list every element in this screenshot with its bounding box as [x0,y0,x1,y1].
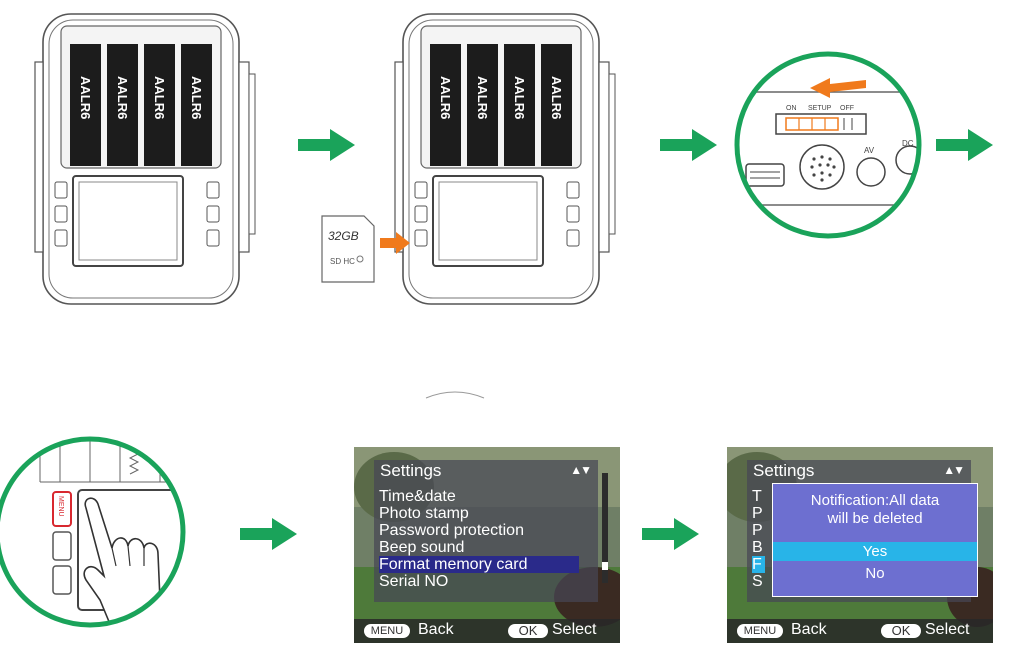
menu-item-initial: S [752,573,763,590]
select-label: Select [552,621,597,638]
dialog-message-line1: Notification:All data [810,492,940,509]
sd-card-capacity: 32GB [328,229,359,243]
next-arrow-icon [298,129,355,161]
yes-option[interactable]: Yes [773,542,977,561]
decorative-curve [425,391,485,399]
menu-item-initial: T [752,488,762,505]
ok-pill: OK [508,624,548,638]
power-switch-zoom: ON SETUP OFF AV DC [734,51,922,239]
dialog-message-line2: will be deleted [827,510,923,527]
battery-label: AALR6 [512,76,527,119]
menu-item-photo-stamp[interactable]: Photo stamp [379,505,469,522]
select-label: Select [925,621,970,638]
menu-item-serial-no[interactable]: Serial NO [379,573,449,590]
menu-button-zoom: MENU [0,436,186,628]
format-confirm-dialog: Notification:All data will be deleted Ye… [772,483,978,597]
battery-label: AALR6 [475,76,490,119]
switch-label-on: ON [786,105,797,112]
back-label: Back [791,621,827,638]
battery-labels-2: AALR6 AALR6 AALR6 AALR6 [438,76,564,119]
settings-title: Settings [380,461,442,480]
menu-item-initial-selected: F [752,556,765,573]
battery-group-2 [430,44,572,166]
sd-card-logo: SD HC [330,257,355,266]
screen-footer: MENU Back OK Select [727,619,993,643]
menu-item-time-date[interactable]: Time&date [379,488,456,505]
next-arrow-icon [660,129,717,161]
up-down-arrows-icon: ▲▼ [943,463,965,477]
next-arrow-icon [642,518,699,550]
menu-item-format-memory-card[interactable]: Format memory card [379,556,579,573]
settings-menu-screen: Settings ▲▼ Time&date Photo stamp Passwo… [354,447,620,643]
battery-label: AALR6 [549,76,564,119]
switch-label-off: OFF [840,105,854,112]
battery-label: AALR6 [438,76,453,119]
battery-label: AALR6 [78,76,93,119]
next-arrow-icon [240,518,297,550]
menu-scroll-thumb[interactable] [602,562,608,570]
menu-item-initial: P [752,505,763,522]
menu-scrollbar[interactable] [602,473,608,583]
ok-pill: OK [881,624,921,638]
battery-label: AALR6 [115,76,130,119]
port-label-av: AV [864,146,875,155]
battery-labels-1: AALR6 AALR6 AALR6 AALR6 [78,76,204,119]
menu-item-beep-sound[interactable]: Beep sound [379,539,465,556]
menu-button-label: MENU [57,496,64,517]
dialog-message: Notification:All data will be deleted [773,492,977,528]
menu-item-initial: B [752,539,763,556]
menu-pill: MENU [364,624,410,638]
settings-panel: Settings ▲▼ Time&date Photo stamp Passwo… [374,460,598,602]
insert-arrow-icon [380,232,410,254]
menu-pill: MENU [737,624,783,638]
battery-group-1 [70,44,212,166]
slide-left-arrow-icon [810,78,866,98]
settings-title: Settings [753,461,815,480]
menu-item-initial: P [752,522,763,539]
format-confirm-screen: Settings ▲▼ T P P B F S Notification:All… [727,447,993,643]
screen-footer: MENU Back OK Select [354,619,620,643]
sd-card: 32GB SD HC [321,215,375,283]
back-label: Back [418,621,454,638]
no-option[interactable]: No [865,565,885,582]
switch-label-setup: SETUP [808,105,832,112]
next-arrow-icon [936,129,993,161]
battery-label: AALR6 [189,76,204,119]
menu-item-password-protection[interactable]: Password protection [379,522,524,539]
battery-label: AALR6 [152,76,167,119]
up-down-arrows-icon: ▲▼ [570,463,592,477]
port-label-dc: DC [902,139,914,148]
